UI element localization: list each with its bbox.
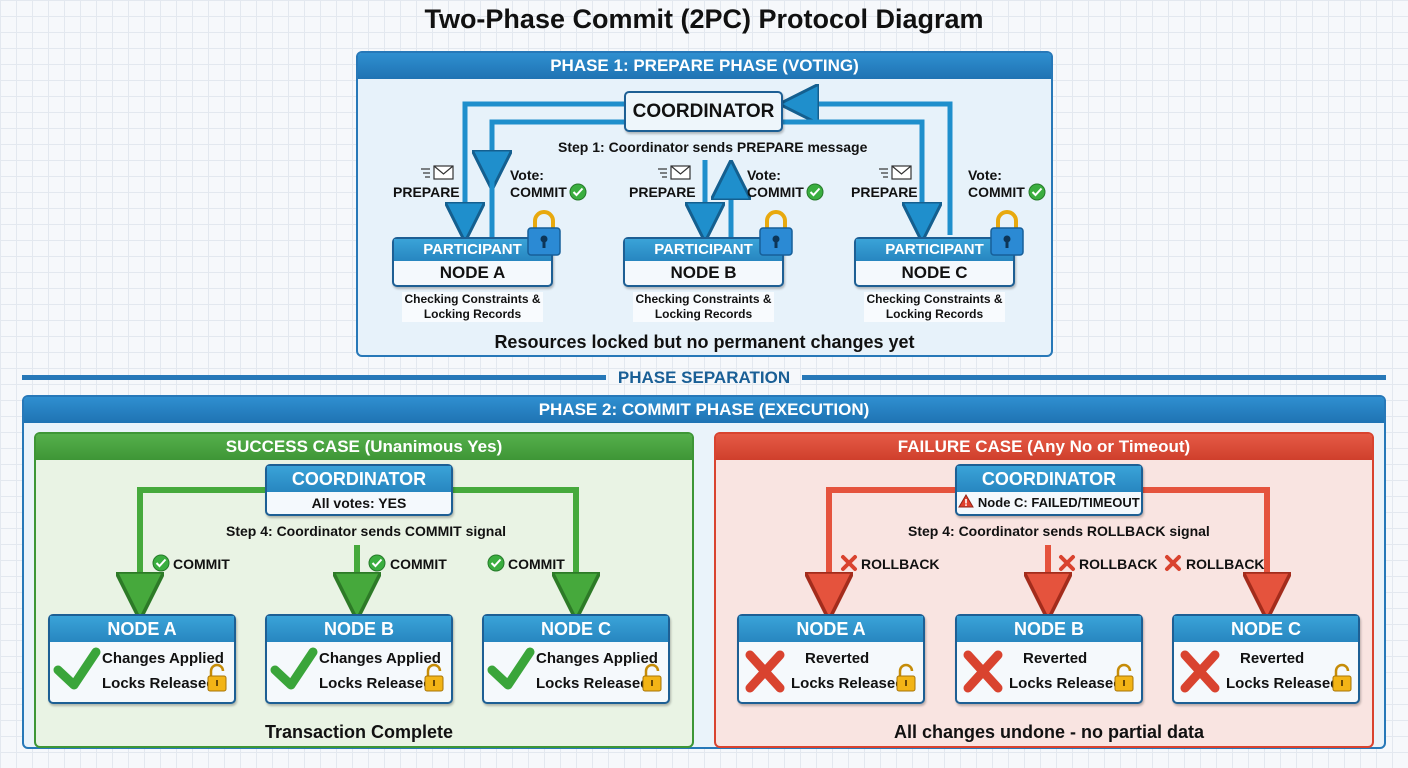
failure-header: FAILURE CASE (Any No or Timeout) (716, 434, 1372, 460)
separator-label: PHASE SEPARATION (617, 368, 791, 387)
participant-node-b: PARTICIPANT NODE B (623, 237, 784, 287)
node-b-caption: Checking Constraints &Locking Records (633, 292, 774, 322)
phase1-step: Step 1: Coordinator sends PREPARE messag… (558, 139, 868, 155)
node-c-caption: Checking Constraints &Locking Records (864, 292, 1005, 322)
big-check-icon (53, 647, 535, 690)
x-mark-icon (841, 555, 1181, 571)
node-name: NODE A (739, 616, 923, 642)
coordinator-label: COORDINATOR (632, 101, 775, 122)
failure-step: Step 4: Coordinator sends ROLLBACK signa… (908, 523, 1210, 539)
diagram-title: Two-Phase Commit (2PC) Protocol Diagram (424, 4, 984, 34)
failure-status: Node C: FAILED/TIMEOUT (957, 492, 1141, 515)
commit-label-c: COMMIT (508, 556, 565, 572)
arrow-commit-a (140, 487, 266, 596)
participant-label: PARTICIPANT (856, 239, 1013, 261)
participant-node-c: PARTICIPANT NODE C (854, 237, 1015, 287)
phase1-header: PHASE 1: PREPARE PHASE (VOTING) (358, 53, 1051, 79)
node-name: NODE C (1174, 616, 1358, 642)
participant-node-a: PARTICIPANT NODE A (392, 237, 553, 287)
prepare-label-c: PREPARE (851, 184, 918, 200)
lock-icon (990, 210, 1024, 256)
node-status-line2: Locks Released (1226, 675, 1340, 692)
check-circle-icon (152, 554, 505, 572)
envelope-icon (421, 165, 912, 180)
big-x-icon (745, 650, 1220, 693)
rollback-label-b: ROLLBACK (1079, 556, 1158, 572)
vote-status: All votes: YES (311, 495, 407, 511)
phase1-coordinator: COORDINATOR (624, 91, 783, 132)
arrow-rollback-c (1141, 487, 1267, 596)
rollback-label-c: ROLLBACK (1186, 556, 1265, 572)
failure-node-b: NODE B Reverted Locks Released (955, 614, 1143, 704)
node-status-line1: Reverted (1023, 650, 1088, 667)
failure-coordinator: COORDINATOR Node C: FAILED/TIMEOUT (955, 464, 1143, 516)
warning-icon (958, 493, 975, 515)
lock-icon (759, 210, 793, 256)
node-status-line1: Reverted (805, 650, 870, 667)
prepare-label-b: PREPARE (629, 184, 696, 200)
vote-value-c: COMMIT (968, 184, 1025, 200)
node-status-line2: Locks Released (536, 675, 650, 692)
vote-label-c: Vote: (968, 167, 1002, 183)
vote-label-b: Vote: (747, 167, 781, 183)
node-status-line2: Locks Released (319, 675, 433, 692)
prepare-label-a: PREPARE (393, 184, 460, 200)
separator-line-left (22, 375, 606, 380)
node-name: NODE B (267, 616, 451, 642)
success-header: SUCCESS CASE (Unanimous Yes) (36, 434, 692, 460)
node-status-line1: Changes Applied (102, 650, 224, 667)
arrow-vote-c (799, 104, 953, 235)
coordinator-label: COORDINATOR (957, 466, 1141, 492)
unlocked-lock-icon (207, 663, 1352, 692)
check-circle-icon (569, 183, 1046, 201)
participant-label: PARTICIPANT (394, 239, 551, 261)
node-status-line1: Reverted (1240, 650, 1305, 667)
arrow-prepare-a (465, 101, 624, 222)
coordinator-label: COORDINATOR (267, 466, 451, 492)
arrow-rollback-a (829, 487, 956, 596)
node-status-line1: Changes Applied (536, 650, 658, 667)
node-name: NODE B (957, 616, 1141, 642)
failure-node-a: NODE A Reverted Locks Released (737, 614, 925, 704)
node-name: NODE A (439, 263, 506, 282)
success-footer: Transaction Complete (264, 722, 454, 742)
vote-value-a: COMMIT (510, 184, 567, 200)
success-node-c: NODE C Changes Applied Locks Released (482, 614, 670, 704)
vote-value-b: COMMIT (747, 184, 804, 200)
vote-label-a: Vote: (510, 167, 544, 183)
phase2-header: PHASE 2: COMMIT PHASE (EXECUTION) (24, 397, 1384, 423)
participant-label: PARTICIPANT (625, 239, 782, 261)
node-status-line1: Changes Applied (319, 650, 441, 667)
node-status-line2: Locks Released (1009, 675, 1123, 692)
arrow-prepare-c (783, 119, 922, 222)
node-name: NODE C (484, 616, 668, 642)
arrow-commit-c (452, 487, 576, 596)
commit-label-b: COMMIT (390, 556, 447, 572)
node-name: NODE C (901, 263, 968, 282)
node-name: NODE B (670, 263, 737, 282)
rollback-label-a: ROLLBACK (861, 556, 940, 572)
node-status-line2: Locks Released (102, 675, 216, 692)
success-node-b: NODE B Changes Applied Locks Released (265, 614, 453, 704)
success-coordinator: COORDINATOR All votes: YES (265, 464, 453, 516)
node-name: NODE A (50, 616, 234, 642)
failure-footer: All changes undone - no partial data (893, 722, 1205, 742)
lock-icon (527, 210, 561, 256)
node-a-caption: Checking Constraints &Locking Records (402, 292, 543, 322)
phase1-footer: Resources locked but no permanent change… (494, 332, 915, 352)
arrow-vote-a (492, 119, 624, 170)
commit-label-a: COMMIT (173, 556, 230, 572)
separator-line-right (802, 375, 1386, 380)
node-status-line2: Locks Released (791, 675, 905, 692)
success-node-a: NODE A Changes Applied Locks Released (48, 614, 236, 704)
success-step: Step 4: Coordinator sends COMMIT signal (226, 523, 507, 539)
failure-node-c: NODE C Reverted Locks Released (1172, 614, 1360, 704)
